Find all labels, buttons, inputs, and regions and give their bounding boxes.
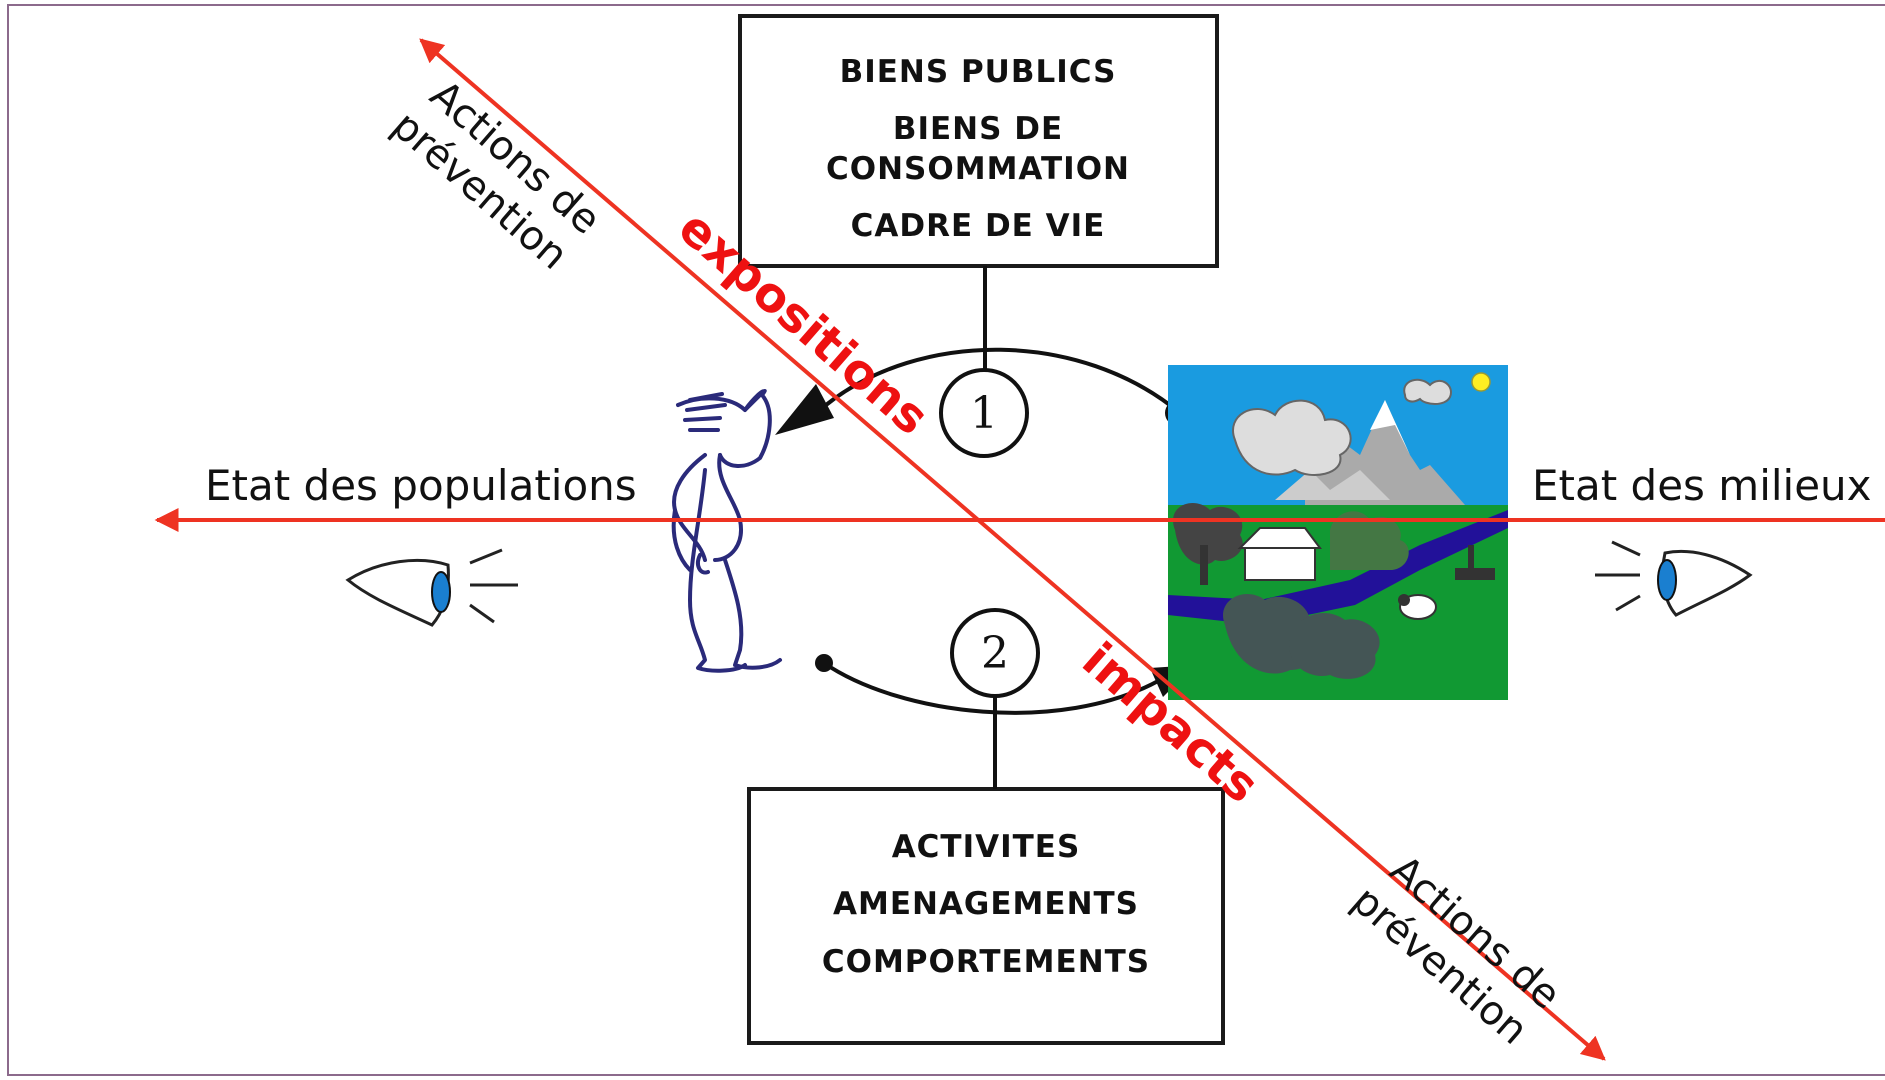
axis-left-label: Etat des populations xyxy=(205,461,637,510)
axis-right-label: Etat des milieux xyxy=(1532,461,1872,510)
cycle-number-2: 2 xyxy=(950,608,1040,698)
top-box: BIENS PUBLICS BIENS DE CONSOMMATION CADR… xyxy=(738,14,1219,268)
eye-icon-right xyxy=(1595,540,1753,617)
diagonal-axis xyxy=(419,38,1606,1061)
top-box-line2a: BIENS DE xyxy=(893,111,1063,147)
top-box-line2b: CONSOMMATION xyxy=(826,151,1130,187)
bottom-box: ACTIVITES AMENAGEMENTS COMPORTEMENTS xyxy=(747,787,1225,1045)
eye-icon-left xyxy=(345,548,518,627)
bottom-prevention-label: Actions de prévention xyxy=(1343,847,1569,1054)
person-icon xyxy=(671,389,782,673)
landscape-icon xyxy=(1168,365,1508,700)
cycle-number-1: 1 xyxy=(939,368,1029,458)
bottom-box-line2: AMENAGEMENTS xyxy=(833,886,1139,922)
top-box-line1: BIENS PUBLICS xyxy=(840,54,1117,90)
bottom-box-line1: ACTIVITES xyxy=(892,829,1081,865)
bottom-box-line3: COMPORTEMENTS xyxy=(822,944,1150,980)
cycle-number-1-text: 1 xyxy=(970,388,998,439)
top-box-line3: CADRE DE VIE xyxy=(851,208,1106,244)
cycle-number-2-text: 2 xyxy=(981,628,1009,679)
diagram-frame xyxy=(7,4,1885,1076)
